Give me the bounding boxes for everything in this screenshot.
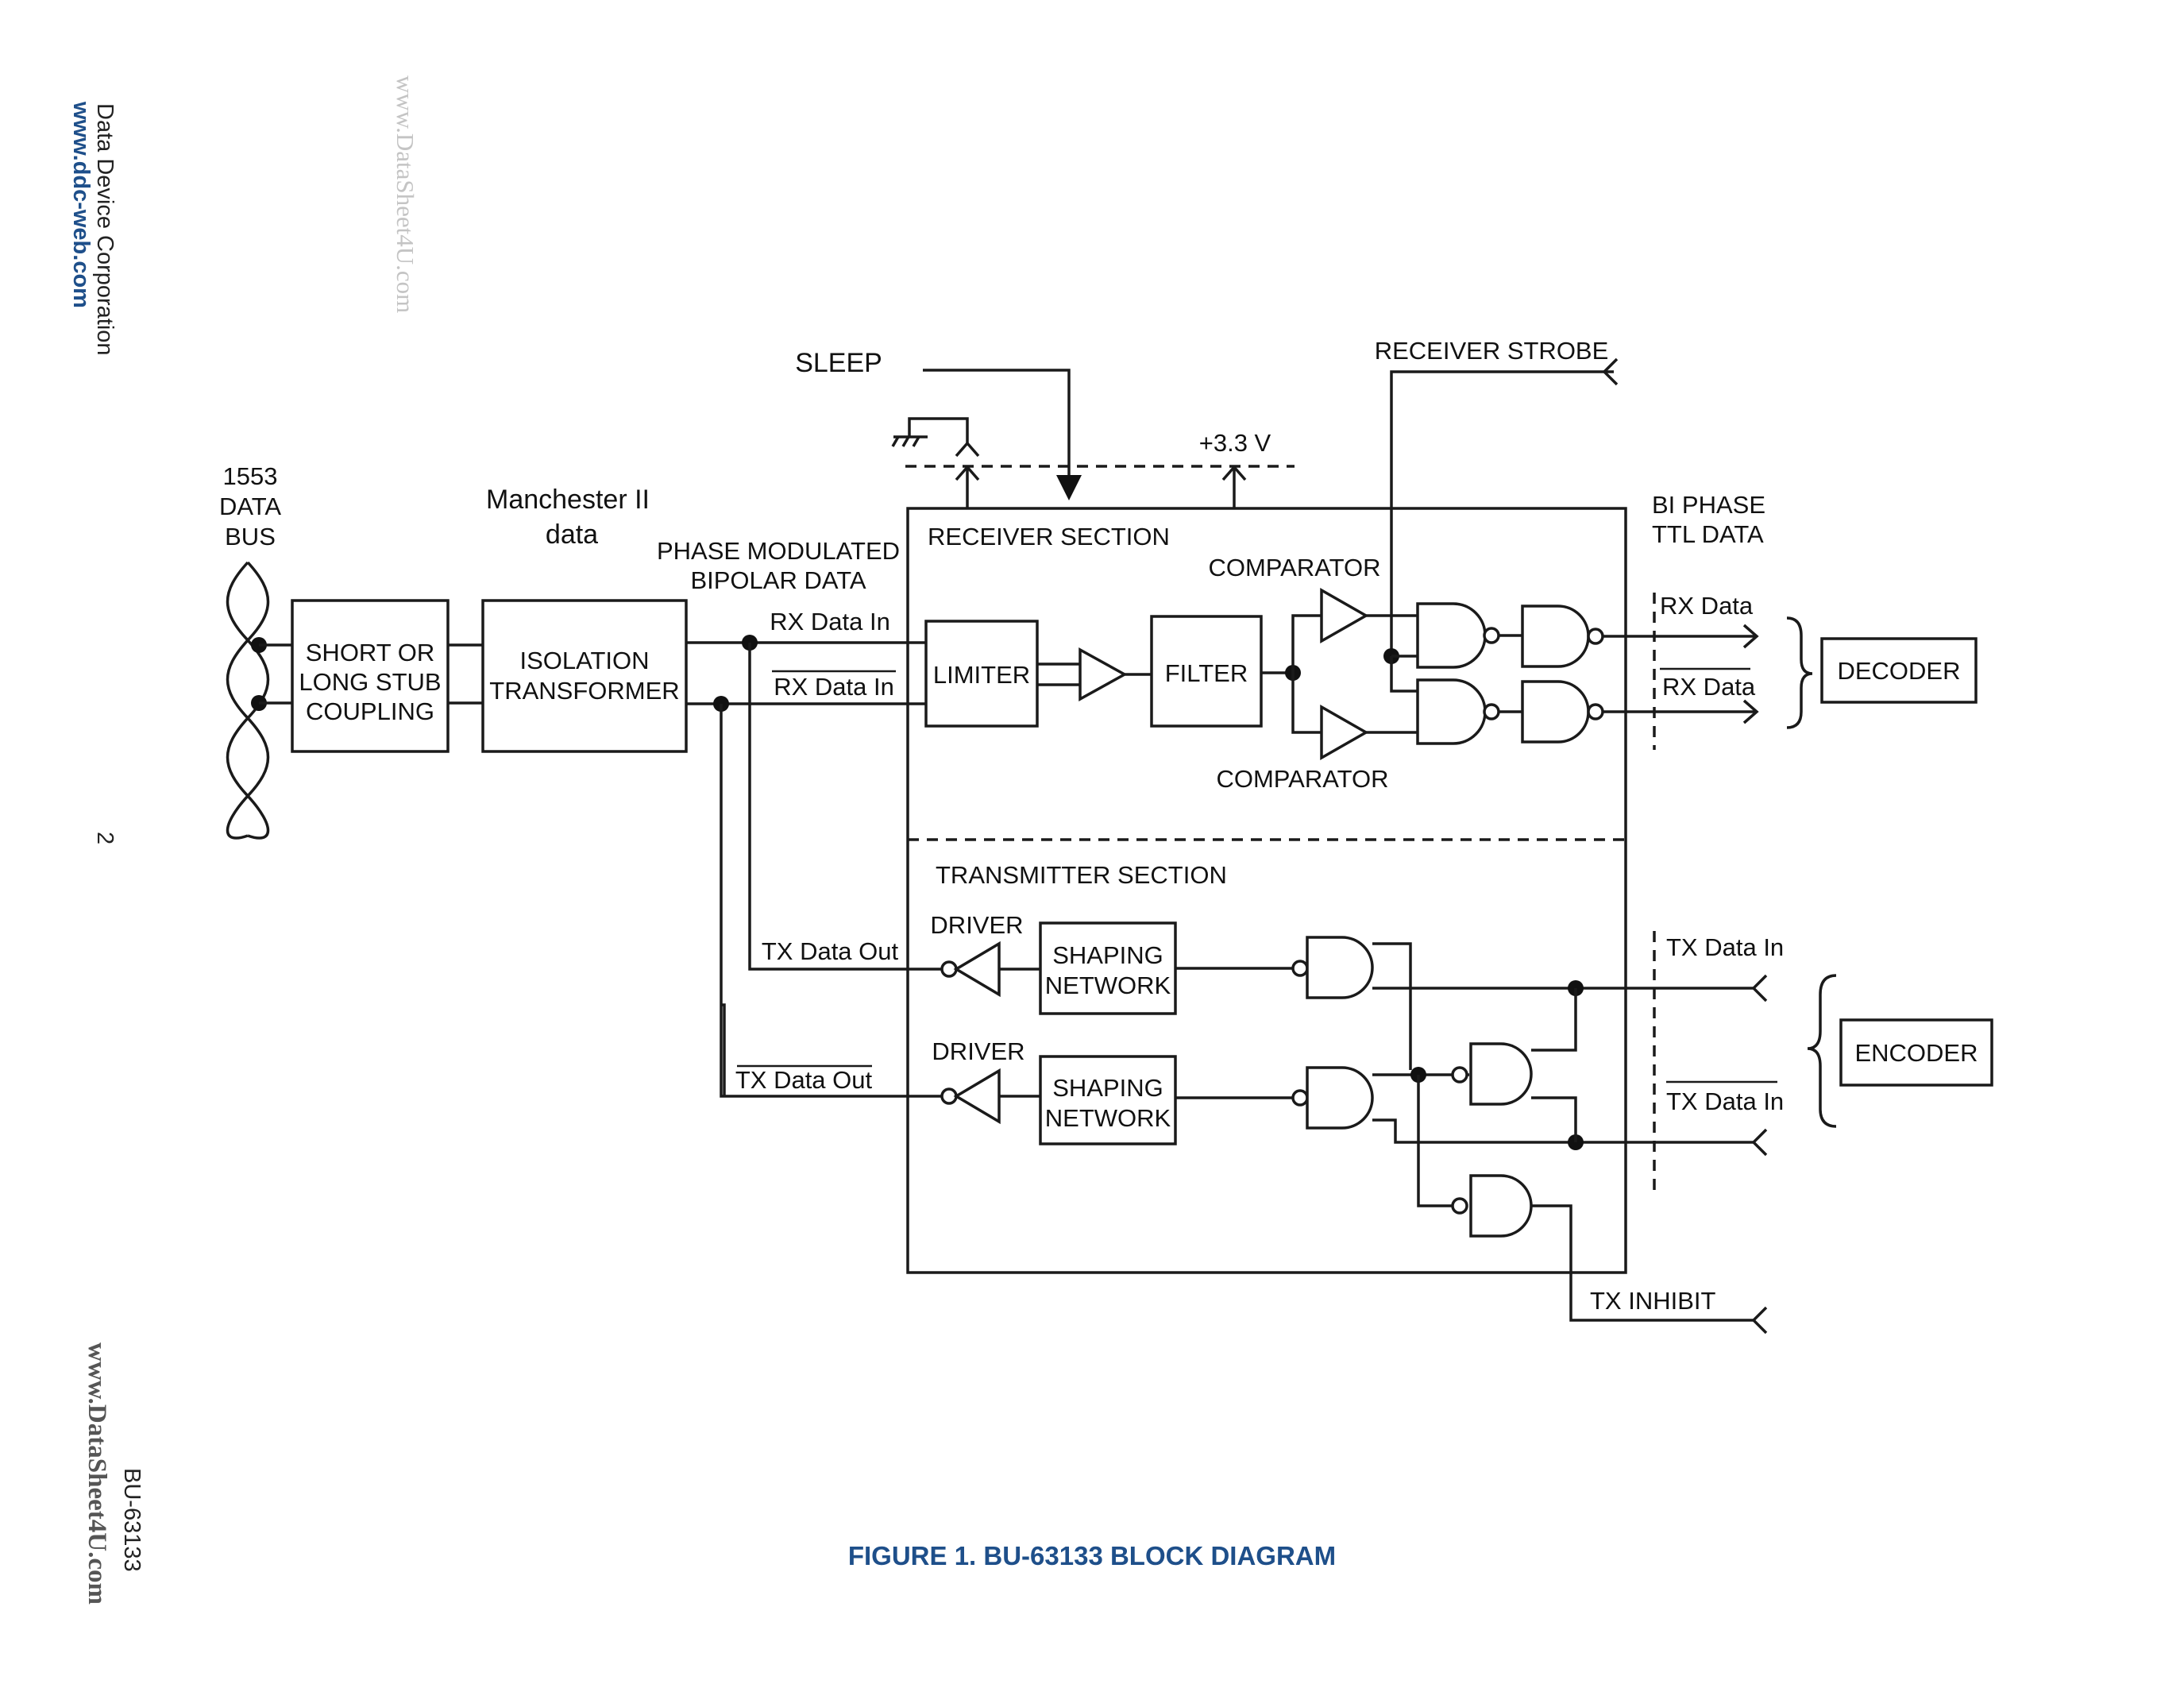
shaping-network-bottom	[1039, 1055, 1177, 1145]
coupling-block	[291, 599, 450, 753]
comparator-bottom-icon	[1320, 704, 1369, 761]
isolation-transformer-block	[481, 599, 688, 753]
nand-gate-icon	[1469, 1042, 1533, 1106]
nand-gate-icon	[1469, 1174, 1533, 1238]
receiver-section-label: RECEIVER SECTION	[928, 523, 1170, 550]
rx-data-in-bar-label: RX Data In	[774, 673, 894, 701]
sleep-label: SLEEP	[795, 348, 882, 378]
filter-label: FILTER	[1165, 659, 1248, 687]
tx-inhibit-label: TX INHIBIT	[1590, 1287, 1716, 1315]
ground-symbol-icon	[891, 417, 980, 458]
transmitter-section-label: TRANSMITTER SECTION	[936, 861, 1227, 889]
phase-modulated-label: PHASE MODULATED	[657, 537, 900, 565]
nand-gate-icon	[1521, 605, 1590, 668]
rx-data-in-label: RX Data In	[770, 608, 890, 635]
bus-label-line: BUS	[225, 523, 276, 550]
tx-data-out-bar-label: TX Data Out	[735, 1066, 873, 1094]
inverter-bubble-icon	[1587, 703, 1604, 720]
nand-gate-icon	[1521, 680, 1590, 744]
rx-data-bar-label: RX Data	[1662, 673, 1756, 701]
decoder-brace-icon	[1786, 616, 1813, 729]
nand-gate-icon	[1306, 936, 1374, 999]
decoder-block	[1820, 637, 1978, 704]
driver-top-icon	[953, 941, 1001, 998]
decoder-label: DECODER	[1837, 657, 1960, 685]
coupling-label: LONG STUB	[299, 668, 441, 696]
nand-gate-icon	[1416, 602, 1487, 669]
inverter-bubble-icon	[1483, 703, 1500, 720]
driver-bottom-label: DRIVER	[932, 1037, 1024, 1065]
tx-data-out-label: TX Data Out	[762, 937, 899, 965]
rx-data-label: RX Data	[1660, 592, 1754, 620]
shaping-bottom-label: NETWORK	[1045, 1104, 1171, 1132]
twisted-pair-bus-icon	[226, 561, 270, 840]
limiter-block	[924, 620, 1039, 728]
encoder-brace-icon	[1807, 974, 1837, 1128]
bus-label-line: 1553	[223, 462, 278, 490]
tx-data-in-bar-label: TX Data In	[1666, 1087, 1784, 1115]
manchester-label: Manchester II	[486, 485, 650, 515]
inverter-bubble-icon	[1291, 960, 1309, 977]
bi-phase-label: TTL DATA	[1652, 520, 1764, 548]
shaping-top-label: SHAPING	[1052, 941, 1163, 969]
encoder-block	[1839, 1018, 1993, 1087]
comparator-bottom-label: COMPARATOR	[1216, 765, 1388, 793]
bus-label-line: DATA	[219, 492, 281, 520]
chip-outline	[906, 507, 1627, 1274]
nand-gate-icon	[1306, 1066, 1374, 1130]
supply-voltage-label: +3.3 V	[1199, 429, 1271, 457]
comparator-top-label: COMPARATOR	[1208, 554, 1380, 581]
comparator-top-icon	[1320, 587, 1369, 644]
shaping-top-label: NETWORK	[1045, 971, 1171, 999]
nand-gate-icon	[1416, 678, 1487, 745]
limiter-label: LIMITER	[933, 661, 1030, 689]
buffer-icon	[1078, 647, 1128, 701]
inverter-bubble-icon	[1483, 627, 1500, 644]
phase-modulated-label: BIPOLAR DATA	[690, 566, 866, 594]
encoder-label: ENCODER	[1854, 1039, 1978, 1067]
isolation-label: TRANSFORMER	[489, 677, 679, 705]
filter-block	[1150, 615, 1263, 728]
shaping-bottom-label: SHAPING	[1052, 1074, 1163, 1102]
tx-data-in-label: TX Data In	[1666, 933, 1784, 961]
isolation-label: ISOLATION	[519, 647, 649, 674]
coupling-label: COUPLING	[306, 697, 434, 725]
receiver-strobe-label: RECEIVER STROBE	[1375, 337, 1609, 365]
sleep-arrow-icon	[1056, 475, 1082, 500]
inverter-bubble-icon	[1451, 1197, 1468, 1215]
inverter-bubble-icon	[1291, 1089, 1309, 1107]
manchester-label: data	[546, 520, 598, 550]
coupling-label: SHORT OR	[306, 639, 435, 666]
figure-caption: FIGURE 1. BU-63133 BLOCK DIAGRAM	[847, 1541, 1337, 1570]
driver-top-label: DRIVER	[930, 911, 1023, 939]
driver-bottom-icon	[953, 1068, 1001, 1125]
inverter-bubble-icon	[1451, 1066, 1468, 1083]
bi-phase-label: BI PHASE	[1652, 491, 1765, 519]
inverter-bubble-icon	[1587, 628, 1604, 645]
